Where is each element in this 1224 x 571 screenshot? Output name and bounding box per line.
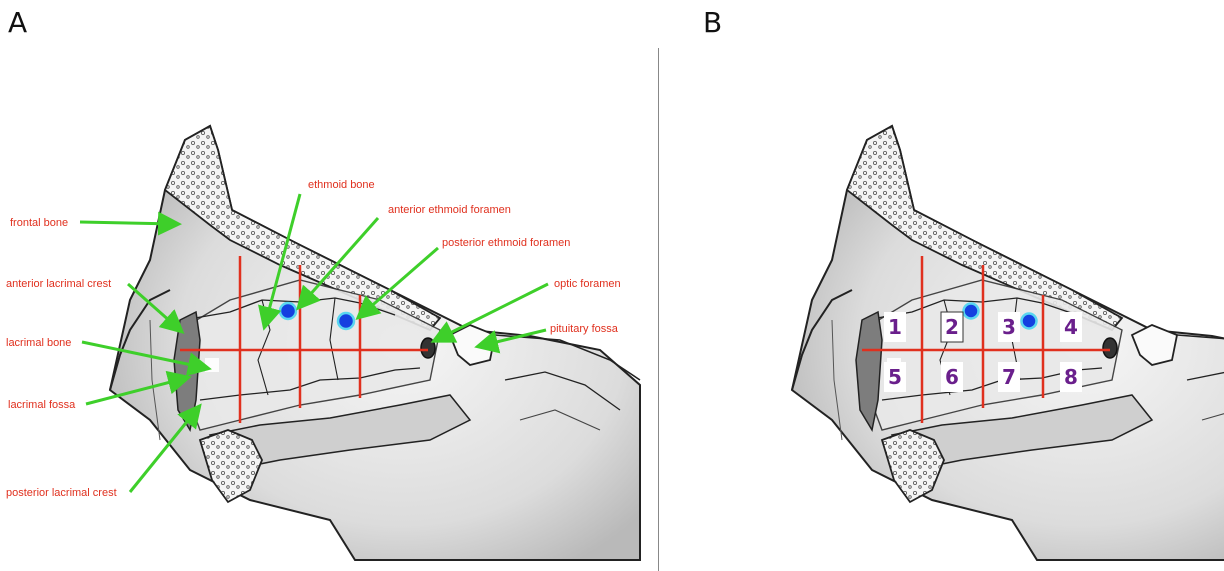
zone-number: 1 <box>888 315 902 339</box>
zone-number: 4 <box>1064 315 1078 339</box>
panel-b-drawing: 1 2 3 4 5 6 7 8 <box>792 126 1224 560</box>
label-optic-foramen: optic foramen <box>554 278 621 290</box>
zone-number: 5 <box>888 365 902 389</box>
label-lacrimal-fossa: lacrimal fossa <box>8 399 76 411</box>
zone-number: 7 <box>1002 365 1016 389</box>
label-posterior-ethmoid-foramen: posterior ethmoid foramen <box>442 237 570 249</box>
zone-number: 3 <box>1002 315 1016 339</box>
panel-a-drawing: frontal bone anterior lacrimal crest lac… <box>6 126 640 560</box>
label-lacrimal-bone: lacrimal bone <box>6 337 71 349</box>
label-frontal-bone: frontal bone <box>10 217 68 229</box>
label-anterior-lacrimal-crest: anterior lacrimal crest <box>6 278 111 290</box>
zone-number: 8 <box>1064 365 1078 389</box>
label-pituitary-fossa: pituitary fossa <box>550 323 619 335</box>
label-ethmoid-bone: ethmoid bone <box>308 179 375 191</box>
zone-number: 2 <box>945 315 959 339</box>
label-anterior-ethmoid-foramen: anterior ethmoid foramen <box>388 204 511 216</box>
label-posterior-lacrimal-crest: posterior lacrimal crest <box>6 487 117 499</box>
zone-number: 6 <box>945 365 959 389</box>
